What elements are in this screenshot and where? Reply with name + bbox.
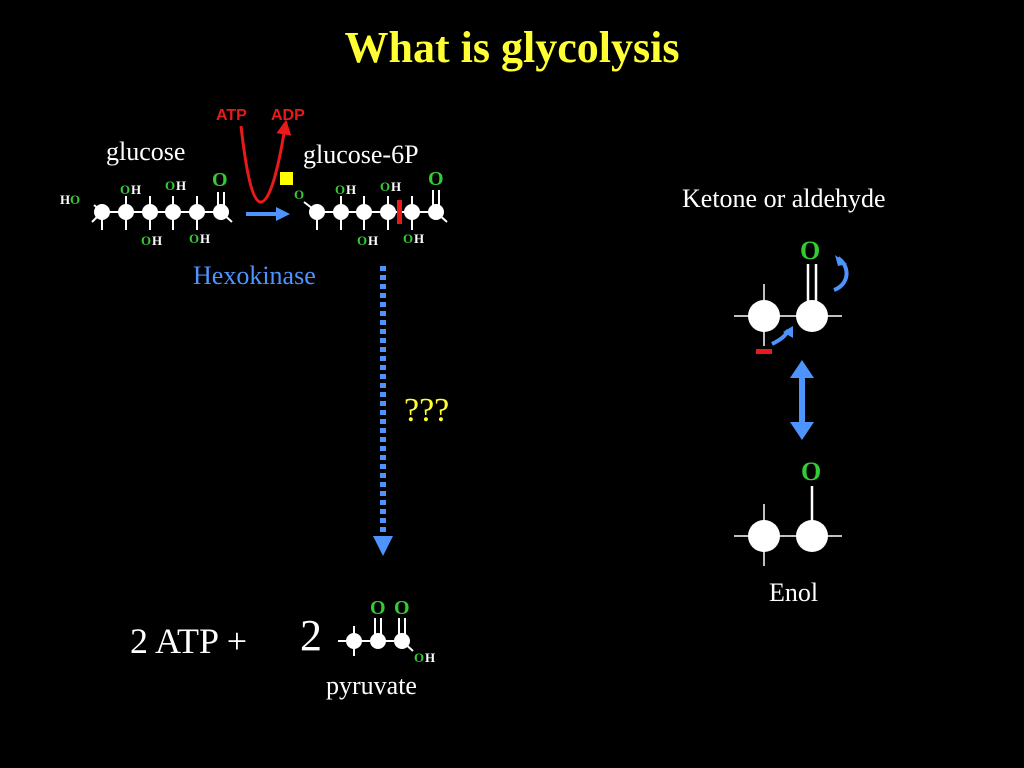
page-title: What is glycolysis <box>345 23 680 72</box>
glucose-6p-molecule: O O H O H O H O H O <box>294 168 448 248</box>
svg-text:H: H <box>368 233 378 248</box>
svg-text:O: O <box>414 650 424 665</box>
cleavage-mark <box>397 200 402 224</box>
svg-text:H: H <box>152 233 162 248</box>
svg-text:O: O <box>335 182 345 197</box>
svg-text:O: O <box>380 179 390 194</box>
unknown-steps-label: ??? <box>404 392 449 429</box>
svg-text:H: H <box>60 192 70 207</box>
svg-text:O: O <box>120 182 130 197</box>
pyruvate-label: pyruvate <box>326 671 417 700</box>
svg-text:O: O <box>70 192 80 207</box>
svg-text:H: H <box>346 182 356 197</box>
svg-text:O: O <box>800 236 820 265</box>
svg-text:H: H <box>391 179 401 194</box>
svg-text:O: O <box>403 231 413 246</box>
svg-text:O: O <box>189 231 199 246</box>
reaction-arrow <box>246 207 290 221</box>
glucose-molecule: H O O H O H O H O H O <box>60 169 233 248</box>
tautomer-arrow <box>790 360 814 440</box>
svg-text:O: O <box>294 187 304 202</box>
svg-text:H: H <box>414 231 424 246</box>
atp-label: ATP <box>216 107 247 124</box>
enol-label: Enol <box>769 578 818 607</box>
svg-text:H: H <box>200 231 210 246</box>
atp-adp-arrow: ATP ADP <box>216 107 305 204</box>
svg-text:O: O <box>801 457 821 486</box>
glucose-6p-label: glucose-6P <box>303 140 419 169</box>
svg-text:O: O <box>212 169 228 191</box>
svg-text:O: O <box>141 233 151 248</box>
svg-text:O: O <box>428 168 444 190</box>
svg-text:H: H <box>131 182 141 197</box>
atp-yield-label: 2 ATP + <box>130 621 247 661</box>
hexokinase-label: Hexokinase <box>193 261 316 290</box>
glucose-label: glucose <box>106 137 185 166</box>
enol-structure: O <box>734 457 842 566</box>
ketone-structure: O <box>734 236 849 354</box>
pyruvate-molecule: O O O H <box>338 597 435 665</box>
negative-charge <box>756 349 772 354</box>
ketone-aldehyde-label: Ketone or aldehyde <box>682 184 886 213</box>
pathway-dotted-arrow <box>373 266 393 556</box>
phosphate-square <box>280 172 293 185</box>
svg-text:H: H <box>176 178 186 193</box>
svg-text:O: O <box>357 233 367 248</box>
svg-text:O: O <box>394 597 410 619</box>
svg-text:O: O <box>370 597 386 619</box>
svg-text:O: O <box>165 178 175 193</box>
adp-label: ADP <box>271 107 305 124</box>
svg-text:H: H <box>425 650 435 665</box>
pyruvate-coefficient: 2 <box>300 611 322 660</box>
